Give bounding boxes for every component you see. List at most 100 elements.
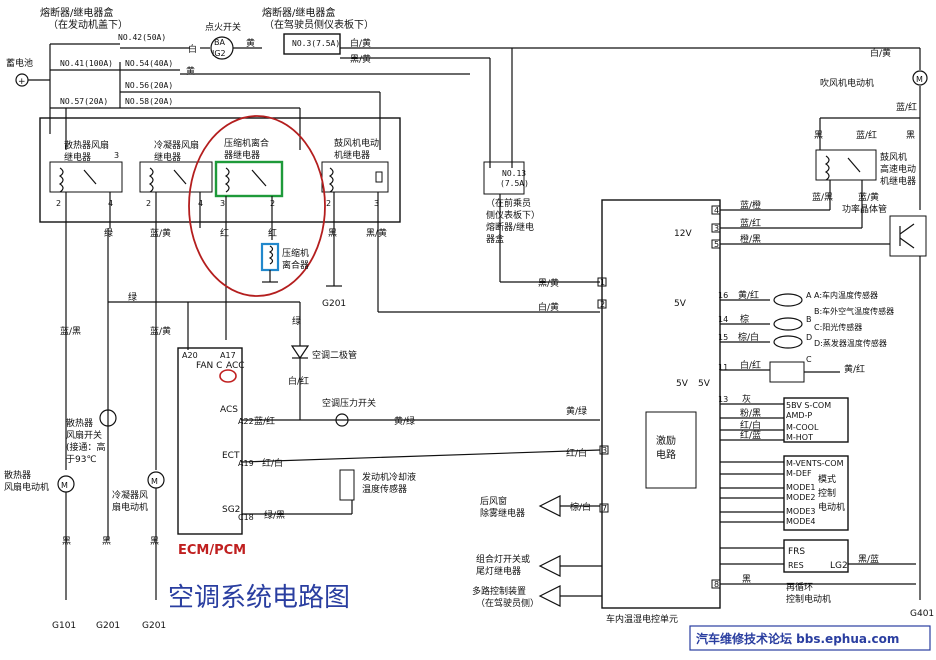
svg-text:BA: BA	[214, 38, 225, 47]
svg-text:绿: 绿	[128, 291, 137, 303]
svg-text:黑: 黑	[328, 228, 337, 239]
svg-text:激励: 激励	[656, 434, 676, 447]
svg-text:5V: 5V	[676, 379, 689, 389]
fusebox-engine-subtitle: （在发动机盖下）	[48, 18, 128, 31]
svg-text:绿: 绿	[292, 315, 301, 327]
svg-text:M-DEF: M-DEF	[786, 469, 812, 478]
svg-text:RES: RES	[788, 561, 804, 570]
svg-text:蓝/红: 蓝/红	[896, 101, 917, 113]
climate-control-unit	[601, 199, 721, 609]
forum-text: 汽车维修技术论坛 bbs.ephua.com	[696, 631, 899, 646]
clutch-highlight-box	[260, 242, 280, 272]
svg-text:FAN C: FAN C	[196, 361, 222, 371]
svg-text:蓝/黄: 蓝/黄	[150, 227, 171, 239]
ground-g101: G201	[96, 621, 120, 631]
svg-text:棕/白: 棕/白	[738, 331, 759, 343]
blower-motor-icon	[912, 70, 928, 86]
svg-text:NO.41(100A): NO.41(100A)	[60, 59, 113, 68]
svg-text:黄/绿: 黄/绿	[394, 415, 415, 427]
svg-text:继电器: 继电器	[64, 151, 91, 163]
svg-text:FRS: FRS	[788, 547, 805, 557]
svg-text:后风窗: 后风窗	[480, 495, 507, 507]
svg-text:M-VENTS-COM: M-VENTS-COM	[786, 459, 844, 468]
pressure-switch-label: 空调压力开关	[322, 397, 376, 409]
svg-text:高速电动: 高速电动	[880, 163, 916, 175]
svg-text:散热器风扇: 散热器风扇	[64, 139, 109, 151]
relay-condenser-fan: 冷凝器风扇 继电器 2 4	[139, 139, 213, 228]
svg-text:黑: 黑	[62, 536, 71, 547]
svg-text:M: M	[916, 75, 923, 84]
svg-text:蓝/橙: 蓝/橙	[740, 199, 761, 211]
svg-text:黑/蓝: 黑/蓝	[858, 553, 879, 565]
svg-text:5BV S-COM: 5BV S-COM	[786, 401, 831, 410]
svg-text:3: 3	[602, 446, 607, 455]
svg-text:粉/黑: 粉/黑	[740, 407, 761, 419]
svg-text:11: 11	[718, 363, 728, 372]
svg-text:5: 5	[714, 240, 719, 249]
svg-text:白: 白	[188, 43, 197, 55]
coolant-temp-sensor	[339, 469, 355, 501]
svg-text:NO.3(7.5A): NO.3(7.5A)	[292, 39, 340, 48]
fusebox-engine-title: 熔断器/继电器盒	[40, 6, 113, 19]
svg-text:7: 7	[602, 504, 607, 513]
svg-text:黄/红: 黄/红	[844, 363, 865, 375]
ground-g201-a: G201	[322, 299, 346, 309]
svg-text:（在前乘员: （在前乘员	[486, 197, 531, 209]
forum-banner	[689, 625, 931, 651]
svg-text:15: 15	[718, 333, 728, 342]
svg-text:组合灯开关或: 组合灯开关或	[476, 553, 530, 565]
recirc-control-motor	[783, 539, 849, 573]
ac-diode-label: 空调二极管	[312, 349, 357, 361]
svg-text:尾灯继电器: 尾灯继电器	[476, 565, 521, 577]
svg-text:D:蒸发器温度传感器: D:蒸发器温度传感器	[814, 338, 887, 348]
clutch-label: 压缩机	[282, 247, 309, 259]
driver-circuit-box	[645, 411, 697, 489]
sensor-group: 16 黄/红 A 14 棕 B 15 棕/白 D 11 白/红 C A:车内温度…	[718, 289, 894, 383]
rear-defog-relay	[538, 495, 561, 517]
svg-text:(7.5A): (7.5A)	[500, 179, 529, 188]
power-transistor-label: 功率晶体管	[842, 203, 887, 215]
svg-text:M-HOT: M-HOT	[786, 433, 813, 442]
svg-text:A20: A20	[182, 351, 198, 360]
svg-text:再循环: 再循环	[786, 581, 813, 593]
svg-text:侧仪表板下）: 侧仪表板下）	[486, 209, 540, 221]
svg-text:蓝/黑: 蓝/黑	[812, 191, 833, 203]
blower-motor-label: 吹风机电动机	[820, 77, 874, 89]
svg-text:电动机: 电动机	[818, 501, 845, 513]
svg-text:A19: A19	[238, 459, 254, 468]
svg-text:器盒: 器盒	[486, 233, 504, 245]
diagram-title: 空调系统电路图	[168, 583, 350, 613]
svg-text:NO.42(50A): NO.42(50A)	[118, 33, 166, 42]
svg-text:3: 3	[374, 199, 379, 208]
svg-text:模式: 模式	[818, 473, 836, 485]
fuse-n42: NO.42(50A) 白	[50, 33, 210, 55]
coolant-sensor-label: 发动机冷却液	[362, 471, 416, 483]
svg-text:蓝/红: 蓝/红	[740, 217, 761, 229]
svg-text:3: 3	[114, 151, 119, 160]
acc-highlight-ring	[219, 369, 237, 383]
svg-text:3: 3	[220, 199, 225, 208]
svg-text:MODE2: MODE2	[786, 493, 816, 502]
control-unit-label: 车内温湿电控单元	[606, 613, 678, 625]
fuse-n54: NO.54(40A) 黄	[120, 59, 470, 77]
svg-text:继电器: 继电器	[154, 151, 181, 163]
svg-text:黑: 黑	[102, 536, 111, 547]
svg-text:M: M	[151, 477, 158, 486]
svg-text:器继电器: 器继电器	[224, 149, 260, 161]
svg-text:白/红: 白/红	[288, 375, 309, 387]
svg-text:B: B	[806, 315, 812, 324]
svg-text:白/黄: 白/黄	[870, 47, 891, 59]
svg-text:黑/黄: 黑/黄	[350, 53, 371, 65]
battery-label: 蓄电池	[6, 57, 33, 69]
control-unit-pins: 4 3 5 1 2 3 7 8	[597, 205, 721, 589]
svg-text:B:车外空气温度传感器: B:车外空气温度传感器	[814, 306, 894, 316]
svg-text:机继电器: 机继电器	[334, 149, 370, 161]
svg-text:16: 16	[718, 291, 728, 300]
svg-text:2: 2	[326, 199, 331, 208]
svg-text:绿/黑: 绿/黑	[264, 509, 285, 521]
svg-text:A:车内温度传感器: A:车内温度传感器	[814, 290, 878, 300]
svg-text:电路: 电路	[656, 448, 676, 461]
svg-text:SG2: SG2	[222, 505, 240, 515]
